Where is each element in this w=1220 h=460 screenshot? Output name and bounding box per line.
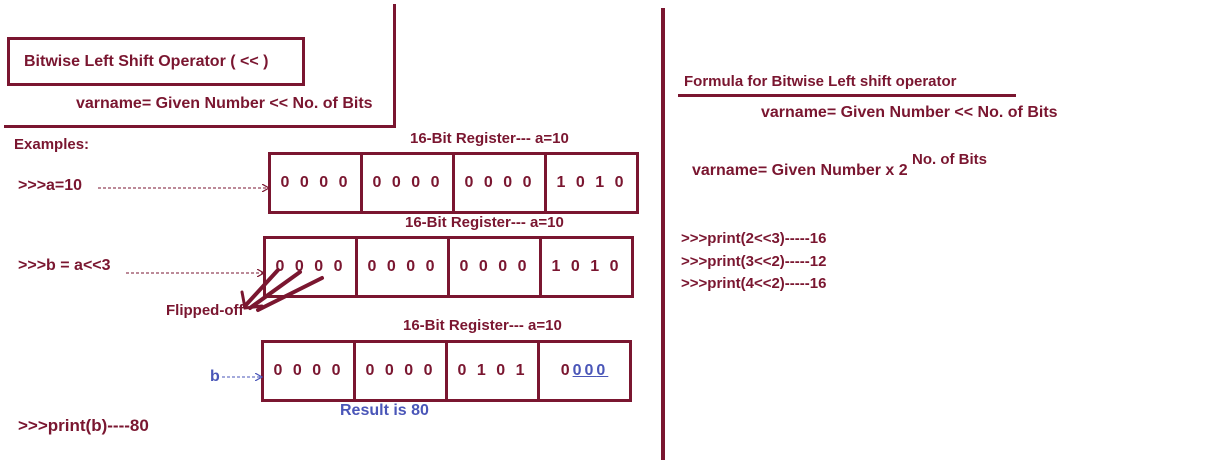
code-line-b: >>>b = a<<3 xyxy=(18,257,111,274)
top-left-vertical-line xyxy=(393,4,396,128)
register-3-nibble: 0 0 0 0 xyxy=(353,343,445,399)
register-1-nibble: 0 0 0 0 xyxy=(360,155,452,211)
register-2-nibble: 0 0 0 0 xyxy=(355,239,447,295)
shifted-zero-bit: 0 xyxy=(572,362,585,379)
register-3-last-nibble: 0 0 0 0 xyxy=(537,343,629,399)
example-line: >>>print(3<<2)-----12 xyxy=(681,253,827,270)
register-1-nibble: 0 0 0 0 xyxy=(280,174,351,191)
flip-arrows xyxy=(240,268,324,312)
shifted-zero-bit: 0 xyxy=(584,362,597,379)
example-line: >>>print(2<<3)-----16 xyxy=(681,230,827,247)
register-2-nibble: 1 0 1 0 xyxy=(539,239,631,295)
register-caption-3: 16-Bit Register--- a=10 xyxy=(403,317,562,334)
code-line-a: >>>a=10 xyxy=(18,177,83,194)
register-caption-1: 16-Bit Register--- a=10 xyxy=(410,130,569,147)
formula-title: Formula for Bitwise Left shift operator xyxy=(684,73,957,90)
register-2-nibble: 0 0 0 0 xyxy=(447,239,539,295)
register-3: 0 0 0 0 0 0 0 0 0 1 0 1 0 0 0 0 xyxy=(261,340,632,402)
register-2-nibble: 0 0 0 0 xyxy=(275,258,346,275)
flipped-off-label: Flipped-off xyxy=(166,302,244,319)
b-label: b xyxy=(210,368,220,385)
formula-exponent: No. of Bits xyxy=(912,151,987,168)
register-3-nibble: 0 0 0 0 xyxy=(273,362,344,379)
register-3-nibble: 0 1 0 1 xyxy=(445,343,537,399)
register-1: 0 0 0 0 0 0 0 0 0 0 0 0 1 0 1 0 xyxy=(268,152,639,214)
examples-label: Examples: xyxy=(14,136,90,153)
register-2: 0 0 0 0 0 0 0 0 0 0 0 0 1 0 1 0 xyxy=(263,236,634,298)
result-label: Result is 80 xyxy=(340,402,429,419)
syntax-text: varname= Given Number << No. of Bits xyxy=(76,95,373,112)
title-box xyxy=(7,37,305,86)
top-left-horizontal-line xyxy=(4,125,396,128)
print-b-line: >>>print(b)----80 xyxy=(18,416,149,435)
page-title: Bitwise Left Shift Operator ( << ) xyxy=(24,53,269,70)
example-line: >>>print(4<<2)-----16 xyxy=(681,275,827,292)
center-divider-line xyxy=(661,8,665,460)
register-1-nibble: 0 0 0 0 xyxy=(452,155,544,211)
register-caption-2: 16-Bit Register--- a=10 xyxy=(405,214,564,231)
formula-underline xyxy=(678,94,1016,97)
shifted-zero-bit: 0 xyxy=(596,362,609,379)
formula-line-1: varname= Given Number << No. of Bits xyxy=(761,104,1058,121)
register-1-nibble: 1 0 1 0 xyxy=(544,155,636,211)
formula-line-2: varname= Given Number x 2 xyxy=(692,162,908,179)
register-3-lead-bit: 0 xyxy=(560,362,573,379)
